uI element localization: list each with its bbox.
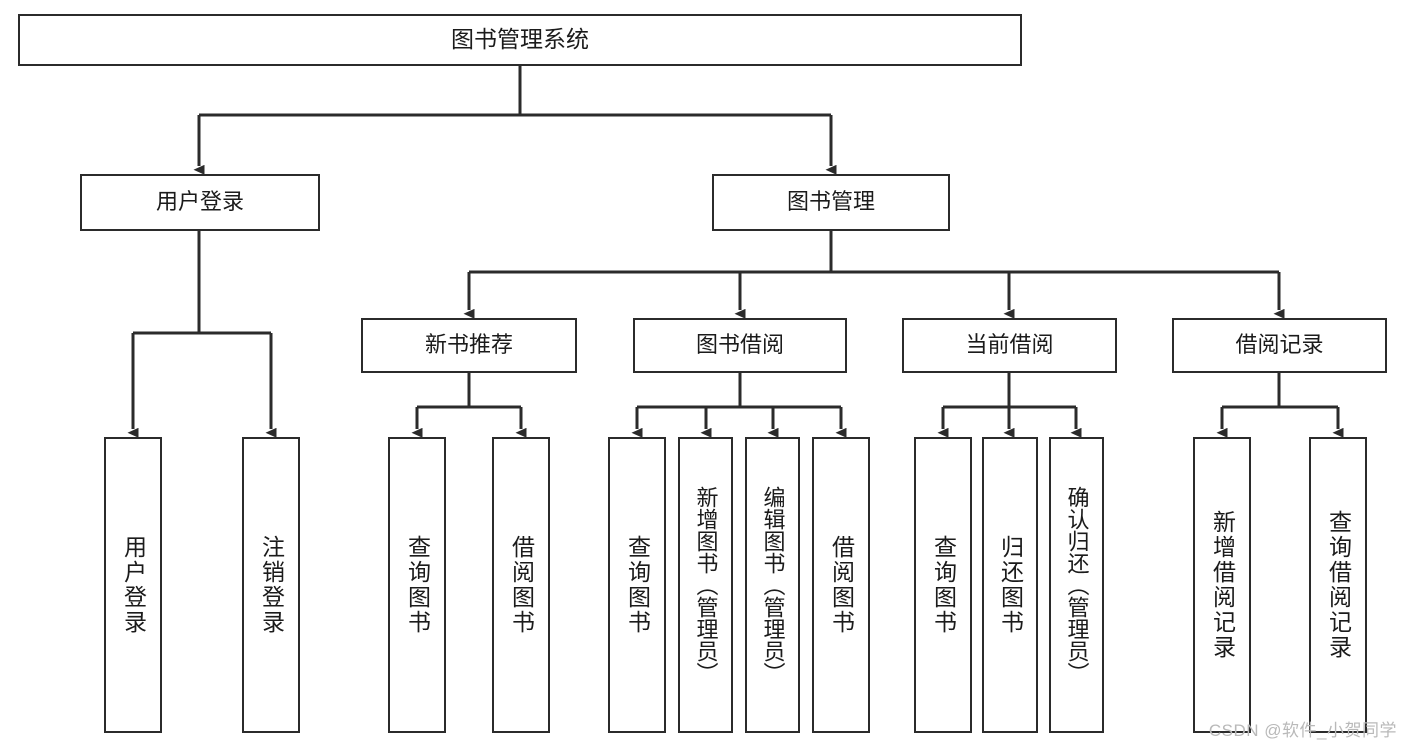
node-leaf-query-book-2-label: 查询图书: [624, 535, 651, 635]
node-leaf-borrow-book-2[interactable]: 借阅图书: [812, 437, 870, 733]
node-leaf-query-record-label: 查询借阅记录: [1325, 510, 1352, 660]
node-leaf-borrow-book-1[interactable]: 借阅图书: [492, 437, 550, 733]
node-root[interactable]: 图书管理系统: [18, 14, 1022, 66]
node-leaf-borrow-book-1-label: 借阅图书: [508, 535, 535, 635]
node-user-login-label: 用户登录: [155, 189, 244, 215]
node-borrow-record-label: 借阅记录: [1235, 332, 1324, 358]
node-leaf-borrow-book-2-label: 借阅图书: [828, 535, 855, 635]
node-leaf-return-book-label: 归还图书: [997, 535, 1024, 635]
node-new-book-recommend-label: 新书推荐: [424, 332, 513, 358]
node-borrow-record[interactable]: 借阅记录: [1172, 318, 1387, 373]
node-leaf-add-record-label: 新增借阅记录: [1209, 510, 1236, 660]
node-book-borrow-label: 图书借阅: [695, 332, 784, 358]
node-book-borrow[interactable]: 图书借阅: [633, 318, 847, 373]
node-book-manage-label: 图书管理: [786, 189, 875, 215]
node-book-manage[interactable]: 图书管理: [712, 174, 950, 231]
node-leaf-add-record[interactable]: 新增借阅记录: [1193, 437, 1251, 733]
node-current-borrow-label: 当前借阅: [965, 332, 1054, 358]
node-leaf-user-logout-label: 注销登录: [258, 535, 285, 635]
node-leaf-query-book-3-label: 查询图书: [930, 535, 957, 635]
node-leaf-query-record[interactable]: 查询借阅记录: [1309, 437, 1367, 733]
node-leaf-user-login[interactable]: 用户登录: [104, 437, 162, 733]
node-leaf-edit-book-label: 编辑图书（管理员）: [760, 486, 786, 684]
node-leaf-query-book-3[interactable]: 查询图书: [914, 437, 972, 733]
node-current-borrow[interactable]: 当前借阅: [902, 318, 1117, 373]
node-leaf-add-book[interactable]: 新增图书（管理员）: [678, 437, 733, 733]
node-leaf-return-book[interactable]: 归还图书: [982, 437, 1038, 733]
node-leaf-edit-book[interactable]: 编辑图书（管理员）: [745, 437, 800, 733]
node-leaf-query-book-2[interactable]: 查询图书: [608, 437, 666, 733]
node-root-label: 图书管理系统: [451, 26, 589, 53]
node-leaf-add-book-label: 新增图书（管理员）: [693, 486, 719, 684]
node-leaf-confirm-return-label: 确认归还（管理员）: [1064, 486, 1090, 684]
node-user-login[interactable]: 用户登录: [80, 174, 320, 231]
node-new-book-recommend[interactable]: 新书推荐: [361, 318, 577, 373]
node-leaf-user-login-label: 用户登录: [120, 535, 147, 635]
node-leaf-query-book-1[interactable]: 查询图书: [388, 437, 446, 733]
node-leaf-query-book-1-label: 查询图书: [404, 535, 431, 635]
node-leaf-confirm-return[interactable]: 确认归还（管理员）: [1049, 437, 1104, 733]
node-leaf-user-logout[interactable]: 注销登录: [242, 437, 300, 733]
